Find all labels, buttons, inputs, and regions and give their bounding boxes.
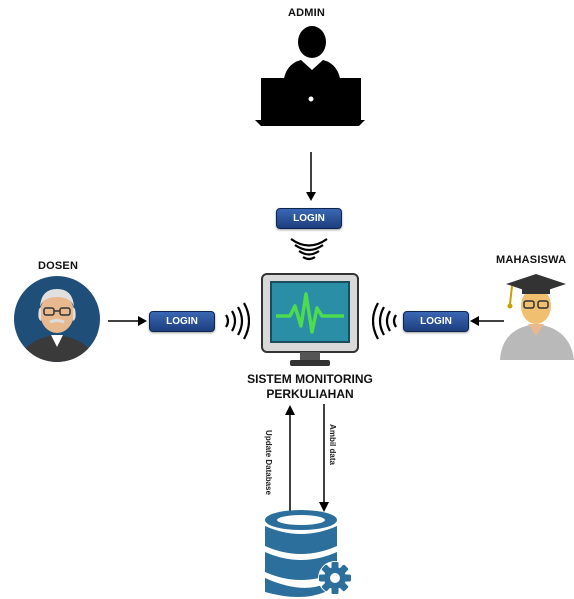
system-title-line2: PERKULIAHAN <box>266 387 354 401</box>
admin-login-button[interactable]: LOGIN <box>276 208 342 229</box>
monitor-icon <box>261 273 359 366</box>
dosen-avatar-icon <box>14 276 100 362</box>
admin-label: ADMIN <box>288 7 326 19</box>
mahasiswa-signal-icon <box>372 302 397 340</box>
update-database-label: Update Database <box>263 430 273 495</box>
system-title-line1: SISTEM MONITORING <box>247 372 373 386</box>
dosen-label: DOSEN <box>38 260 79 272</box>
admin-arrow <box>306 152 316 201</box>
dosen-arrow <box>108 316 147 326</box>
admin-signal-icon <box>290 238 328 261</box>
mahasiswa-login-button[interactable]: LOGIN <box>403 311 469 332</box>
database-icon <box>265 510 352 597</box>
ambil-data-label: Ambil data <box>327 424 337 465</box>
mahasiswa-avatar-icon <box>500 274 574 360</box>
dosen-login-button[interactable]: LOGIN <box>149 311 215 332</box>
db-links-arrows <box>285 404 329 514</box>
mahasiswa-arrow <box>470 316 504 326</box>
admin-icon <box>255 26 365 126</box>
mahasiswa-label: MAHASISWA <box>496 254 567 266</box>
dosen-signal-icon <box>225 302 250 340</box>
